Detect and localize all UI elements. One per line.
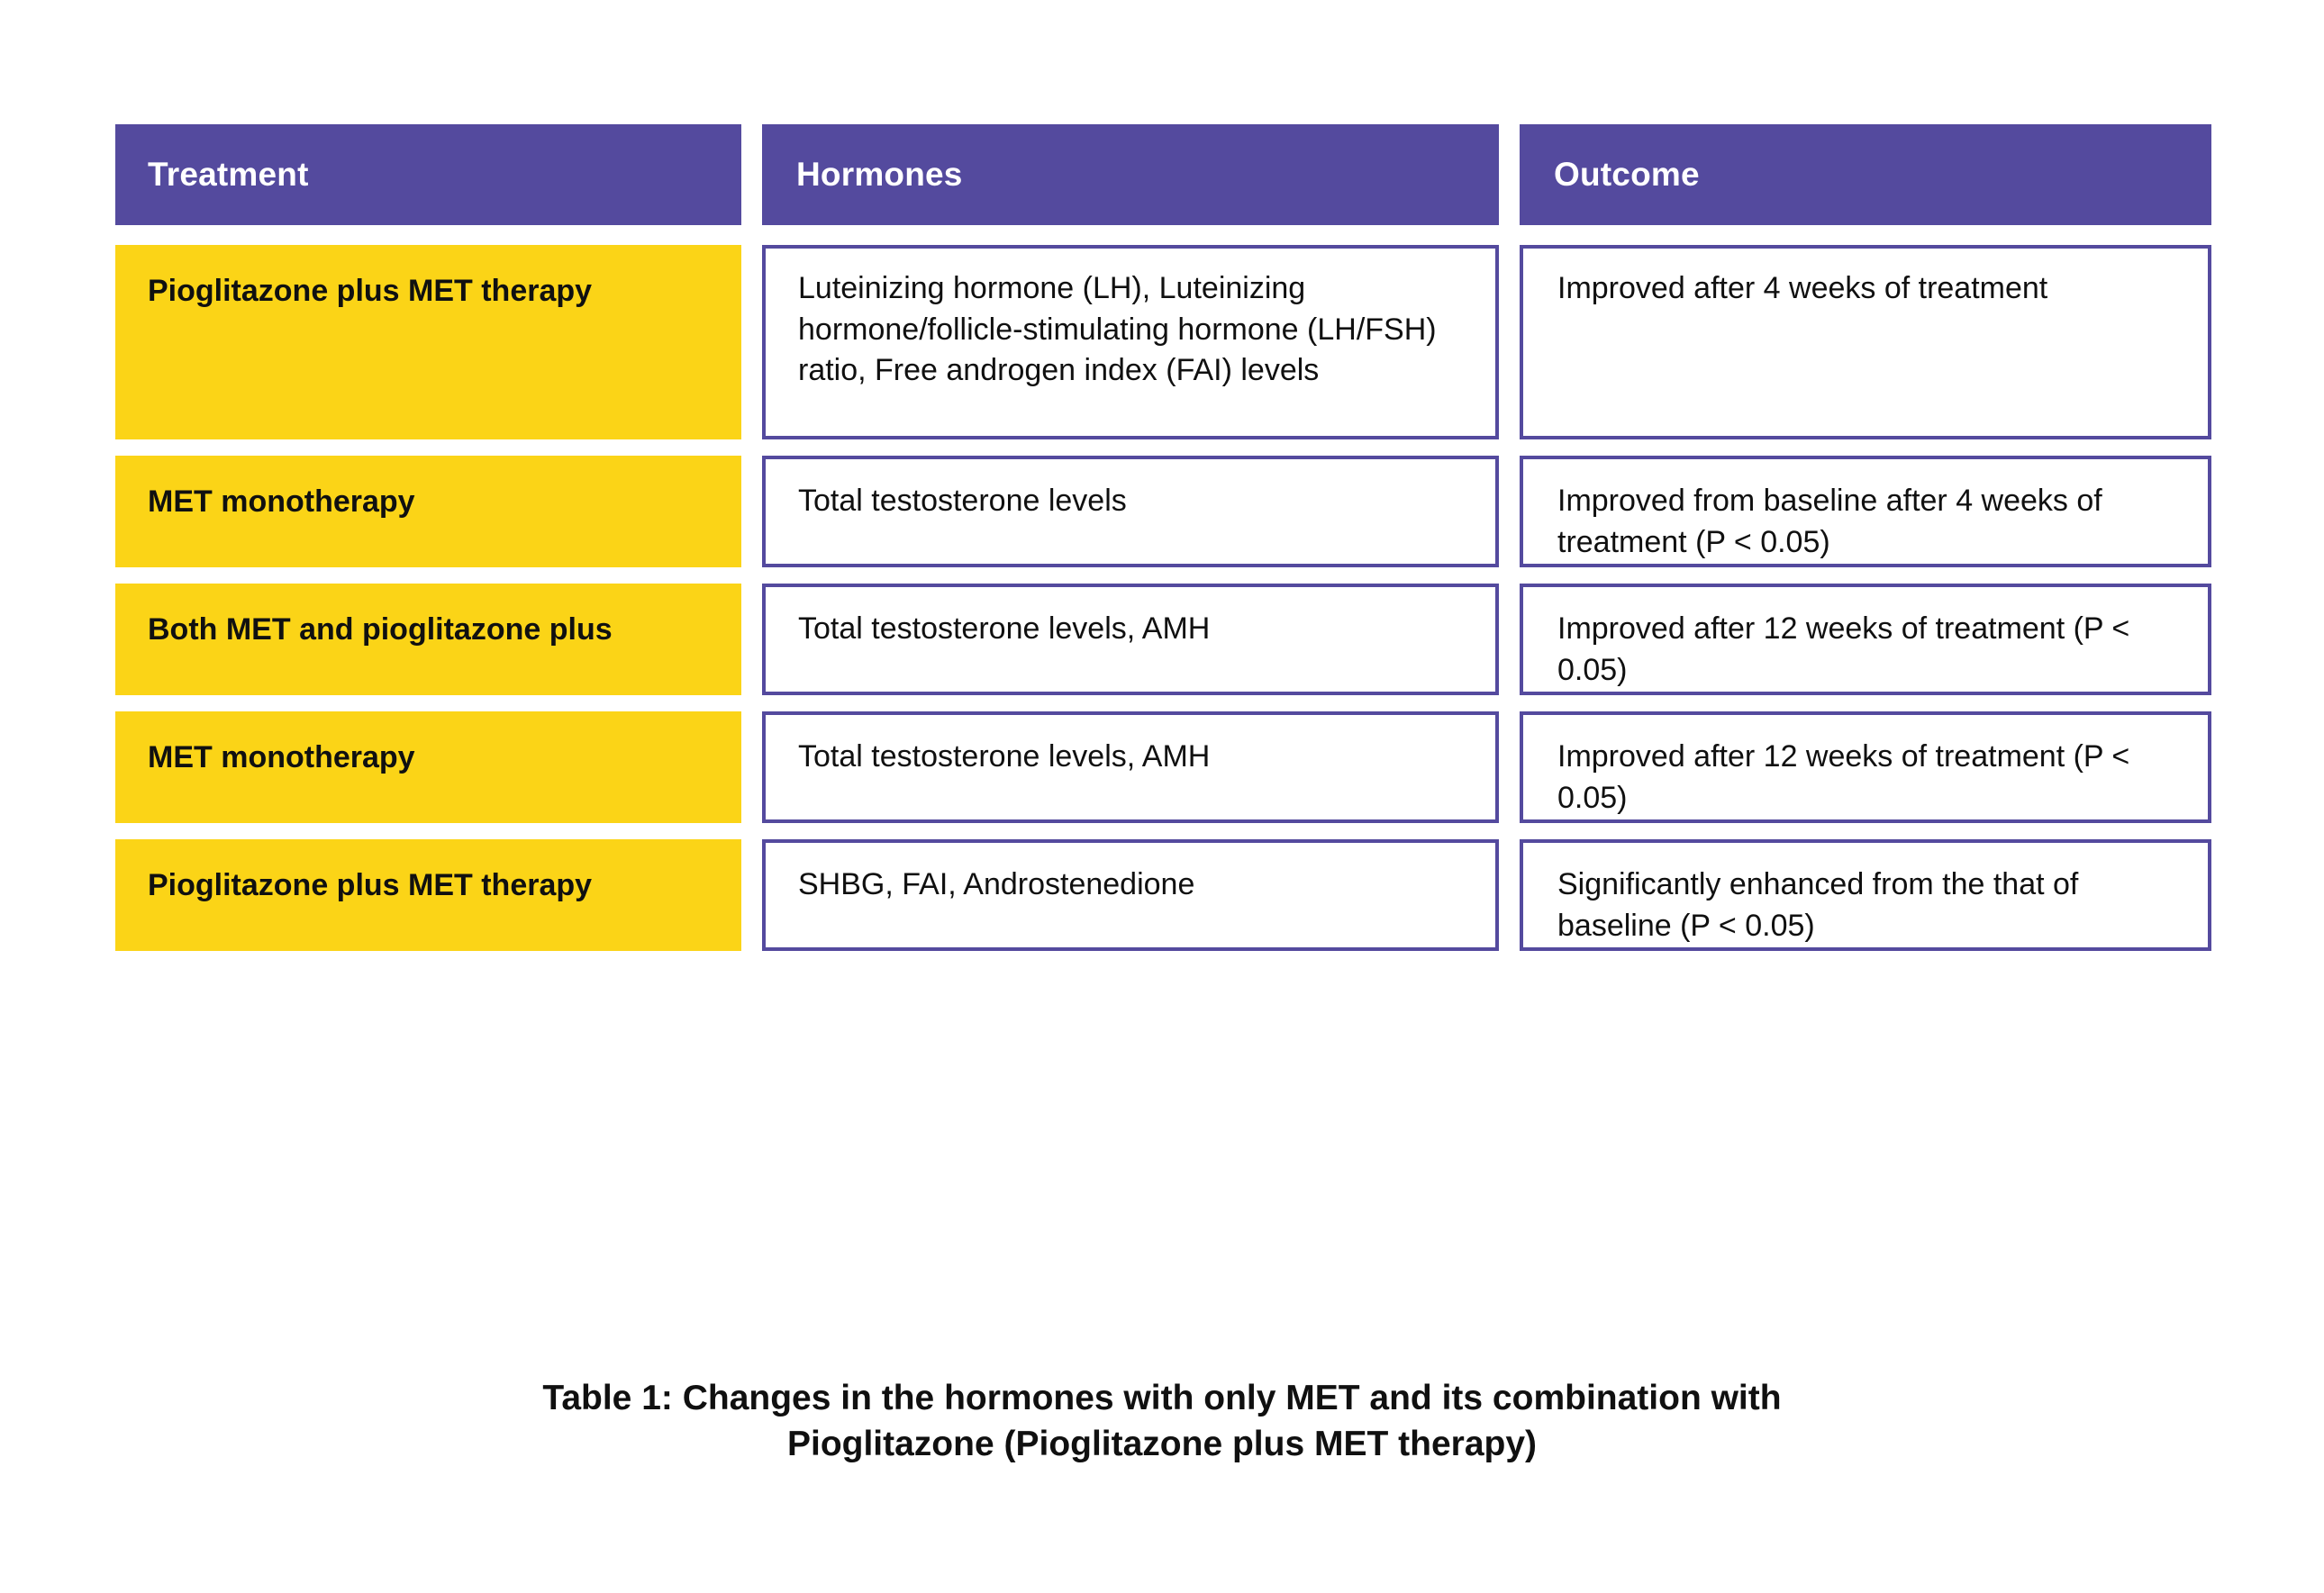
table-row: Both MET and pioglitazone plus Total tes… (115, 584, 2211, 695)
column-header-treatment: Treatment (115, 124, 741, 225)
column-gutter (741, 124, 762, 225)
cell-hormones: SHBG, FAI, Androstenedione (762, 839, 1499, 951)
cell-hormones: Luteinizing hormone (LH), Luteinizing ho… (762, 245, 1499, 439)
cell-outcome: Improved from baseline after 4 weeks of … (1520, 456, 2211, 567)
table-row: MET monotherapy Total testosterone level… (115, 456, 2211, 567)
cell-outcome: Improved after 12 weeks of treatment (P … (1520, 711, 2211, 823)
caption-line-2: Pioglitazone (Pioglitazone plus MET ther… (786, 1425, 1538, 1464)
cell-hormones: Total testosterone levels (762, 456, 1499, 567)
column-gutter (1499, 245, 1520, 439)
cell-treatment: MET monotherapy (115, 456, 741, 567)
cell-treatment: Pioglitazone plus MET therapy (115, 245, 741, 439)
cell-treatment: MET monotherapy (115, 711, 741, 823)
cell-treatment: Pioglitazone plus MET therapy (115, 839, 741, 951)
cell-outcome: Improved after 12 weeks of treatment (P … (1520, 584, 2211, 695)
caption-line-1: Table 1: Changes in the hormones with on… (542, 1379, 1782, 1417)
column-gutter (1499, 584, 1520, 695)
column-gutter (741, 245, 762, 439)
table-row: MET monotherapy Total testosterone level… (115, 711, 2211, 823)
cell-outcome: Significantly enhanced from the that of … (1520, 839, 2211, 951)
column-gutter (741, 839, 762, 951)
column-gutter (1499, 456, 1520, 567)
cell-outcome: Improved after 4 weeks of treatment (1520, 245, 2211, 439)
cell-hormones: Total testosterone levels, AMH (762, 711, 1499, 823)
column-header-outcome: Outcome (1520, 124, 2211, 225)
column-gutter (741, 584, 762, 695)
table-row: Pioglitazone plus MET therapy SHBG, FAI,… (115, 839, 2211, 951)
table-row: Pioglitazone plus MET therapy Luteinizin… (115, 245, 2211, 439)
column-gutter (1499, 124, 1520, 225)
column-header-hormones: Hormones (762, 124, 1499, 225)
column-gutter (741, 456, 762, 567)
column-gutter (1499, 711, 1520, 823)
cell-hormones: Total testosterone levels, AMH (762, 584, 1499, 695)
cell-treatment: Both MET and pioglitazone plus (115, 584, 741, 695)
column-gutter (741, 711, 762, 823)
table-header-row: Treatment Hormones Outcome (115, 124, 2211, 225)
table-caption: Table 1: Changes in the hormones with on… (0, 1375, 2324, 1468)
hormone-changes-table: Treatment Hormones Outcome Pioglitazone … (115, 124, 2211, 967)
column-gutter (1499, 839, 1520, 951)
